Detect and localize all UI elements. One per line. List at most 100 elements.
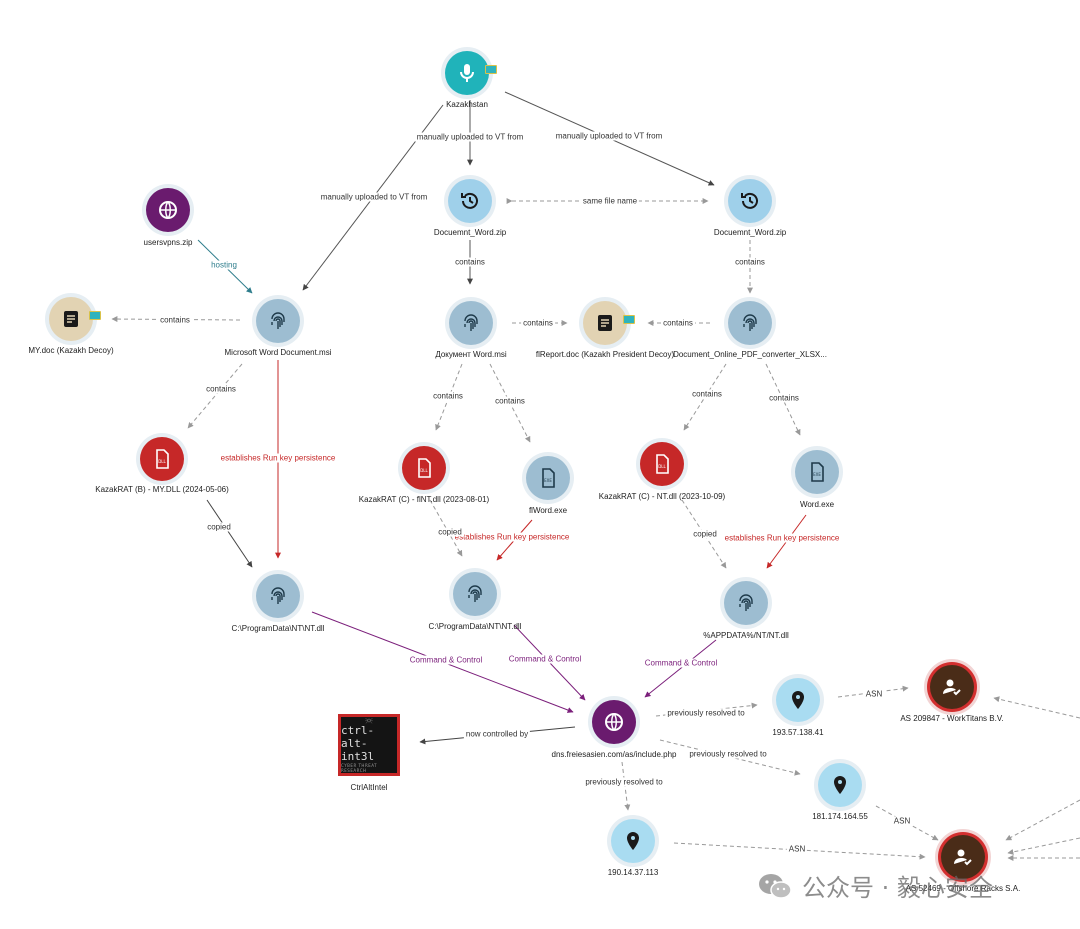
kazakhstan-node[interactable]	[445, 51, 497, 95]
flreport-label: flReport.doc (Kazakh President Decoy)	[535, 350, 675, 359]
svg-text:EXE: EXE	[544, 478, 552, 483]
ntdll1-node[interactable]	[256, 574, 300, 618]
ntdll3-node[interactable]	[724, 581, 768, 625]
docconv-label: Document_Online_PDF_converter_XLSX...	[673, 350, 827, 359]
ntdll3-label: %APPDATA%/NT/NT.dll	[703, 631, 789, 640]
flreport-node[interactable]	[583, 301, 635, 345]
edge-label-asn-1: ASN	[863, 689, 885, 699]
fingerprint-icon	[739, 594, 753, 611]
edge-c2-3	[644, 639, 717, 698]
ip3-node[interactable]	[611, 819, 655, 863]
document-icon	[598, 315, 612, 331]
svg-text:DLL: DLL	[658, 464, 666, 469]
svg-text:DLL: DLL	[420, 468, 428, 473]
microphone-icon	[460, 64, 474, 82]
fingerprint-icon	[468, 585, 482, 602]
zip2-label: Docuemnt_Word.zip	[713, 228, 787, 237]
edge-label-copied-1: copied	[205, 522, 233, 532]
watermark-text: 公众号 · 毅心安全	[802, 874, 993, 902]
svg-text:EXE: EXE	[813, 472, 821, 477]
msi1-label: Microsoft Word Document.msi	[224, 348, 332, 357]
zip2-node[interactable]	[728, 179, 772, 223]
ip1-label: 193.57.138.41	[772, 728, 824, 737]
edge-label-contains-1: contains	[453, 257, 487, 267]
asn1-label: AS 209847 - WorkTitans B.V.	[900, 714, 1004, 723]
docconv-node[interactable]	[728, 301, 772, 345]
globe-icon	[605, 713, 623, 731]
edge-label-contains-10: contains	[767, 393, 801, 403]
history-icon	[461, 192, 478, 209]
rat-c2-label: KazakRAT (C) - NT.dll (2023-10-09)	[598, 492, 726, 501]
rat-b-node[interactable]: DLL	[140, 437, 184, 481]
ctrlaltintel-logo[interactable]: ctrl-alt-int3l CYBER THREAT RESEARCH	[338, 714, 400, 776]
edge-label-contains-9: contains	[690, 389, 724, 399]
globe-icon	[159, 201, 177, 219]
dns-node[interactable]	[592, 700, 636, 744]
edge-label-hosting: hosting	[209, 260, 239, 270]
logo-text: ctrl-alt-int3l	[341, 724, 375, 763]
logo-subtext: CYBER THREAT RESEARCH	[341, 763, 378, 773]
edge-label-persist-1: establishes Run key persistence	[218, 453, 338, 463]
edge-label-contains-4: contains	[521, 318, 555, 328]
flag-icon	[89, 311, 101, 320]
ip1-node[interactable]	[776, 678, 820, 722]
flword-node[interactable]: EXE	[526, 456, 570, 500]
svg-text:DLL: DLL	[158, 459, 166, 464]
ntdll2-node[interactable]	[453, 572, 497, 616]
rat-c2-node[interactable]: DLL	[640, 442, 684, 486]
edge-label-contains-3: contains	[158, 315, 192, 325]
map-pin-icon	[834, 776, 846, 794]
mydoc-node[interactable]	[49, 297, 101, 341]
mydoc-label: MY.doc (Kazakh Decoy)	[28, 346, 114, 355]
wordexe-node[interactable]: EXE	[795, 450, 839, 494]
edge-offscreen-2	[1005, 799, 1080, 841]
edge-label-contains-2: contains	[733, 257, 767, 267]
edge-label-upload-3: manually uploaded to VT from	[318, 192, 430, 202]
edge-label-persist-3: establishes Run key persistence	[722, 533, 842, 543]
edge-label-asn-3: ASN	[786, 844, 808, 854]
rat-c1-node[interactable]: DLL	[402, 446, 446, 490]
edge-contains-ratb	[187, 363, 243, 429]
rat-c1-label: KazakRAT (C) - flNT.dll (2023-08-01)	[358, 495, 490, 504]
edge-label-asn-2: ASN	[891, 816, 913, 826]
wordexe-label: Word.exe	[799, 500, 835, 509]
asn1-node[interactable]	[930, 665, 974, 709]
ip2-node[interactable]	[818, 763, 862, 807]
edge-contains-ratc2	[683, 363, 727, 431]
zip1-label: Docuemnt_Word.zip	[433, 228, 507, 237]
asn2-label: AS 52469 - Offshore Racks S.A.	[905, 884, 1021, 893]
usersvpns-node[interactable]	[146, 188, 190, 232]
spider-logo-icon	[365, 718, 373, 724]
fingerprint-icon	[271, 312, 285, 329]
edge-label-controlled: now controlled by	[463, 729, 531, 739]
fingerprint-icon	[743, 314, 757, 331]
edge-copied-2	[429, 499, 463, 557]
edge-label-resolved-2: previously resolved to	[687, 749, 769, 759]
history-icon	[741, 192, 758, 209]
fingerprint-icon	[271, 587, 285, 604]
rat-b-label: KazakRAT (B) - MY.DLL (2024-05-06)	[95, 485, 229, 494]
edge-label-resolved-3: previously resolved to	[583, 777, 665, 787]
edge-label-same-name: same file name	[580, 196, 640, 206]
exe-file-icon: EXE	[811, 462, 824, 482]
msi1-node[interactable]	[256, 299, 300, 343]
zip1-node[interactable]	[448, 179, 492, 223]
dns-label: dns.freiesasien.com/as/include.php	[551, 750, 677, 759]
flag-icon	[485, 65, 497, 74]
flag-icon	[623, 315, 635, 324]
msi2-node[interactable]	[449, 301, 493, 345]
asn2-node[interactable]	[941, 835, 985, 879]
dll-file-icon: DLL	[656, 454, 669, 474]
kazakhstan-label: Kazakhstan	[446, 100, 488, 109]
ntdll1-label: C:\ProgramData\NT\NT.dll	[231, 624, 325, 633]
dll-file-icon: DLL	[156, 449, 169, 469]
edge-contains-wordexe	[765, 363, 801, 436]
edge-label-c2-1: Command & Control	[407, 655, 485, 665]
edge-label-contains-7: contains	[431, 391, 465, 401]
ip2-label: 181.174.164.55	[812, 812, 868, 821]
dll-file-icon: DLL	[418, 458, 431, 478]
edge-label-contains-8: contains	[493, 396, 527, 406]
edge-offscreen-3	[1007, 837, 1080, 855]
flword-label: flWord.exe	[528, 506, 568, 515]
